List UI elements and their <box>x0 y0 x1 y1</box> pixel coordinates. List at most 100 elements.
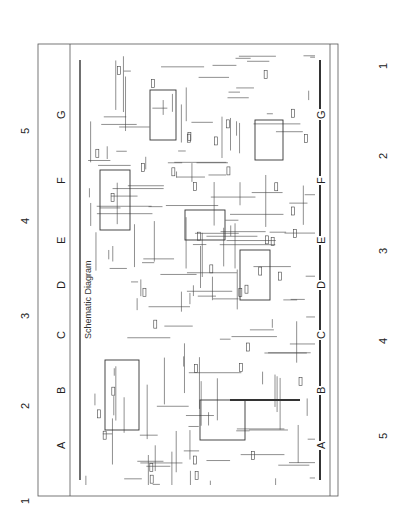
wire <box>228 97 249 98</box>
wire <box>161 66 204 67</box>
wire <box>241 454 285 455</box>
wire <box>140 279 141 296</box>
wire <box>125 77 126 131</box>
wire <box>230 225 231 236</box>
wire <box>200 246 201 288</box>
grid-letter: G <box>56 109 67 120</box>
wire <box>131 281 138 282</box>
grid-letter: D <box>56 280 67 290</box>
wire <box>89 188 90 197</box>
component-symbol <box>198 232 201 240</box>
wire <box>164 326 192 327</box>
component-symbol <box>150 463 153 471</box>
wire <box>142 262 154 263</box>
wire <box>267 113 273 114</box>
component-symbol <box>187 134 190 142</box>
wire <box>303 186 304 225</box>
wire <box>149 306 190 307</box>
grid-number: 3 <box>20 312 31 320</box>
wire <box>178 150 186 151</box>
wire <box>176 171 177 177</box>
wire <box>285 233 315 234</box>
wire <box>265 175 266 227</box>
ic-package <box>150 90 176 140</box>
wire <box>85 476 86 485</box>
wire <box>143 258 174 259</box>
wire <box>117 183 118 224</box>
grid-letter: G <box>316 109 327 120</box>
wire <box>208 412 209 425</box>
wire <box>239 123 240 153</box>
grid-letter: F <box>316 176 327 185</box>
wire <box>306 276 315 277</box>
component-symbol <box>246 343 249 351</box>
wire <box>305 194 315 195</box>
wire <box>90 121 91 162</box>
wire <box>268 352 311 353</box>
grid-letter: A <box>56 441 67 450</box>
grid-letter: F <box>56 176 67 185</box>
wire <box>124 397 125 433</box>
wire <box>308 439 315 440</box>
wire <box>278 465 309 466</box>
wire <box>275 478 276 485</box>
sheet-border <box>38 44 338 496</box>
wire <box>296 321 297 362</box>
wire <box>193 244 206 245</box>
wire <box>211 197 256 198</box>
wire <box>236 430 249 431</box>
wire <box>189 430 190 459</box>
wire <box>199 77 229 78</box>
wire <box>115 366 116 420</box>
wire <box>236 58 251 59</box>
component-symbol <box>112 387 115 395</box>
wire <box>289 203 307 204</box>
grid-letter: C <box>56 330 67 340</box>
wire <box>172 94 173 112</box>
wire <box>237 428 285 429</box>
wire <box>298 425 299 463</box>
grid-letter: E <box>316 236 327 245</box>
wire <box>252 192 283 193</box>
wire <box>221 117 222 158</box>
component-symbol <box>240 363 243 371</box>
wire <box>113 188 164 189</box>
wire <box>145 157 146 170</box>
component-symbol <box>292 207 295 215</box>
wire <box>176 431 177 472</box>
wire <box>195 233 239 234</box>
wire <box>107 146 108 159</box>
component-symbol <box>299 378 302 386</box>
grid-letter: B <box>56 386 67 395</box>
wire <box>277 376 278 412</box>
wire <box>308 91 309 100</box>
wire <box>140 435 158 436</box>
wire <box>229 92 240 93</box>
wire <box>235 223 236 268</box>
wire <box>191 163 192 182</box>
component-symbol <box>275 183 278 191</box>
sheet-title: Schematic Diagram <box>84 259 93 340</box>
component-symbol <box>304 135 307 143</box>
wire <box>190 471 191 485</box>
bus-line <box>79 60 80 480</box>
wire <box>154 221 155 262</box>
wire <box>220 339 231 340</box>
grid-letter: A <box>316 441 327 450</box>
wire <box>171 452 172 485</box>
component-symbol <box>271 237 274 245</box>
wire <box>254 123 301 124</box>
wire <box>272 319 273 328</box>
bus-line <box>319 60 321 480</box>
wire <box>115 60 116 109</box>
wire <box>289 462 315 463</box>
wire <box>124 478 142 479</box>
wire <box>101 124 136 125</box>
wire <box>176 177 205 178</box>
wire <box>310 57 315 58</box>
component-symbol <box>266 236 269 244</box>
wire <box>208 174 226 175</box>
wire <box>270 232 287 233</box>
wire <box>163 100 164 115</box>
wire <box>201 381 202 426</box>
